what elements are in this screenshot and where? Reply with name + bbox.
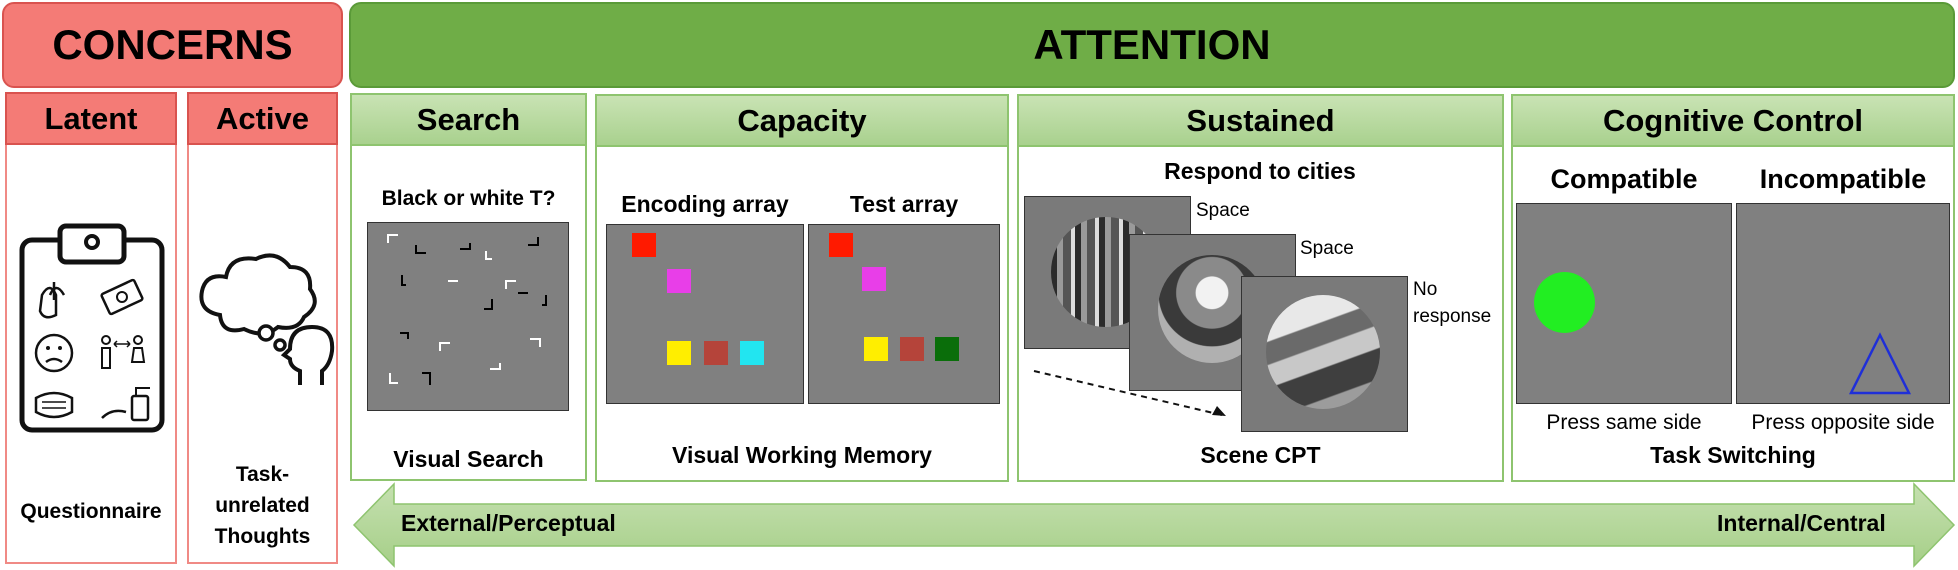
test-square-green: [935, 337, 959, 361]
scene-image-mountain: [1241, 276, 1408, 432]
active-header-label: Active: [215, 100, 310, 136]
sustained-header-label: Sustained: [1186, 102, 1335, 138]
control-header: Cognitive Control: [1511, 94, 1955, 147]
press-opposite-side: Press opposite side: [1751, 411, 1935, 434]
latent-panel: [5, 92, 177, 564]
latent-header-label: Latent: [44, 100, 138, 136]
latent-label: Questionnaire: [20, 500, 162, 523]
active-label-line-2: unrelated: [215, 494, 310, 517]
search-question: Black or white T?: [381, 187, 556, 210]
capacity-header-label: Capacity: [737, 102, 867, 138]
continuum-arrow: [352, 482, 1956, 568]
capacity-header: Capacity: [595, 94, 1009, 147]
sustained-instruction: Respond to cities: [1164, 158, 1356, 184]
test-square-magenta: [862, 267, 886, 291]
encoding-square-brown: [704, 341, 728, 365]
search-display: [367, 222, 569, 411]
test-square-yellow: [864, 337, 888, 361]
incompatible-label: Incompatible: [1759, 164, 1927, 194]
capacity-label: Visual Working Memory: [672, 442, 932, 468]
attention-title: ATTENTION: [1033, 21, 1271, 68]
search-stimuli: [387, 234, 547, 385]
search-header: Search: [350, 93, 587, 146]
encoding-square-yellow: [667, 341, 691, 365]
test-square-red: [829, 233, 853, 257]
control-label: Task Switching: [1650, 442, 1816, 468]
response-none-line-2: response: [1413, 306, 1492, 327]
search-label: Visual Search: [393, 446, 544, 472]
response-space-2: Space: [1300, 238, 1354, 259]
compatible-label: Compatible: [1550, 164, 1698, 194]
test-array-display: [808, 224, 1000, 404]
active-label-line-1: Task-: [235, 463, 290, 486]
encoding-square-magenta: [667, 269, 691, 293]
mountain-photo: [1266, 295, 1380, 409]
clipboard-icon: [19, 223, 165, 433]
control-header-label: Cognitive Control: [1602, 102, 1864, 138]
encoding-array-label: Encoding array: [621, 191, 789, 217]
search-header-label: Search: [416, 101, 521, 137]
time-arrow: [1033, 370, 1226, 416]
thought-bubble-icon: [199, 253, 335, 385]
concerns-title: CONCERNS: [52, 21, 293, 68]
encoding-square-cyan: [740, 341, 764, 365]
incompatible-display: [1736, 203, 1950, 404]
active-label-line-3: Thoughts: [214, 525, 311, 548]
concerns-banner: CONCERNS: [2, 2, 343, 88]
test-square-brown: [900, 337, 924, 361]
compatible-display: [1516, 203, 1732, 404]
attention-banner: ATTENTION: [349, 2, 1955, 88]
green-circle-stimulus: [1534, 272, 1595, 333]
response-space-1: Space: [1196, 200, 1250, 221]
sustained-label: Scene CPT: [1200, 442, 1321, 468]
sustained-header: Sustained: [1017, 94, 1504, 147]
latent-header: Latent: [5, 92, 177, 145]
blue-triangle-stimulus: [1848, 332, 1912, 395]
test-array-label: Test array: [849, 191, 959, 217]
response-none-line-1: No: [1413, 279, 1438, 300]
continuum-left-label: External/Perceptual: [401, 510, 616, 536]
encoding-square-red: [632, 233, 656, 257]
press-same-side: Press same side: [1546, 411, 1702, 434]
active-header: Active: [187, 92, 338, 145]
continuum-right-label: Internal/Central: [1717, 510, 1886, 536]
encoding-array-display: [606, 224, 804, 404]
